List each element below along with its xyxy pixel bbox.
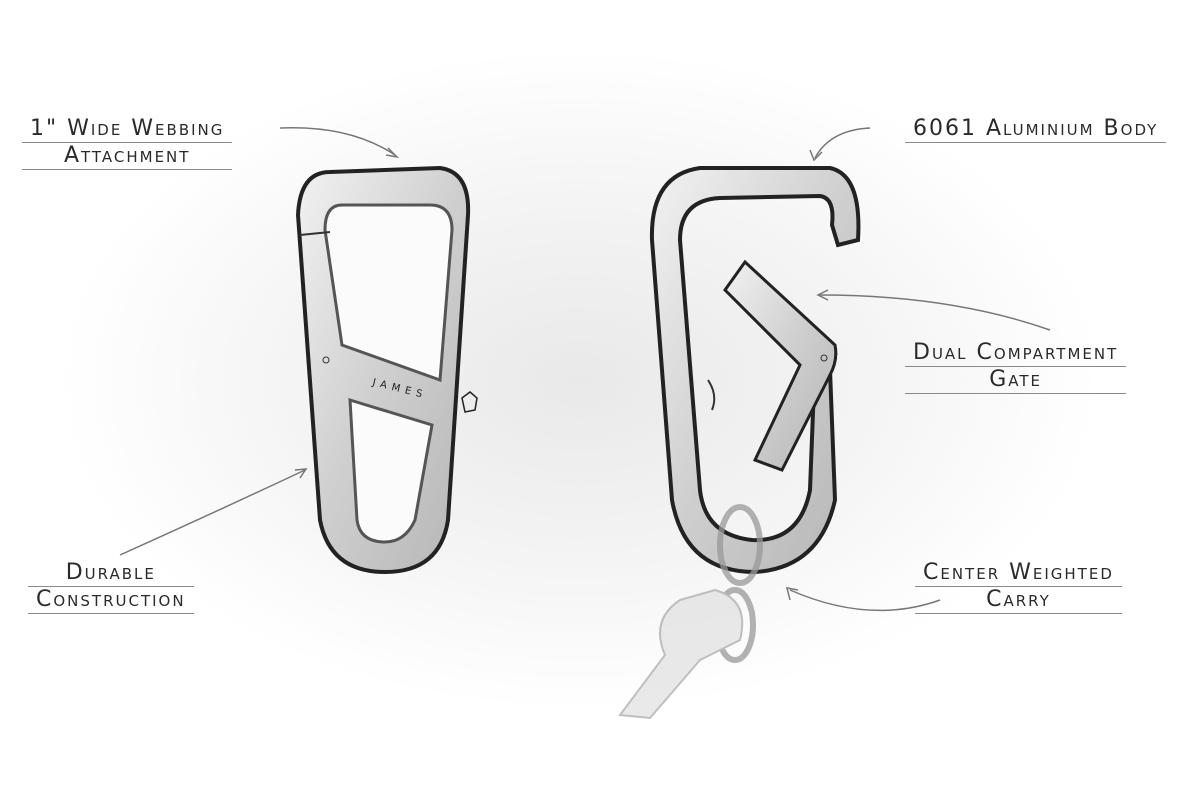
label-line: Construction: [28, 587, 194, 614]
label-line: 1" Wide Webbing: [22, 116, 233, 143]
right-carabiner: [649, 166, 861, 575]
left-carabiner: JAMES: [295, 165, 478, 575]
label-line: 6061 Aluminium Body: [905, 116, 1167, 143]
logo-icon: [461, 391, 478, 413]
label-line: Center Weighted: [915, 560, 1122, 587]
key-ring-and-key: [618, 504, 763, 720]
label-line: Gate: [905, 367, 1127, 394]
label-webbing-attachment: 1" Wide Webbing Attachment: [22, 116, 233, 170]
label-line: Dual Compartment: [905, 340, 1127, 367]
leader-lines: [119, 126, 1051, 612]
label-line: Carry: [915, 587, 1122, 614]
label-line: Durable: [28, 560, 194, 587]
label-line: Attachment: [22, 143, 233, 170]
label-center-weighted-carry: Center Weighted Carry: [915, 560, 1122, 614]
label-aluminium-body: 6061 Aluminium Body: [905, 116, 1167, 143]
label-durable-construction: Durable Construction: [28, 560, 194, 614]
label-dual-compartment-gate: Dual Compartment Gate: [905, 340, 1127, 394]
